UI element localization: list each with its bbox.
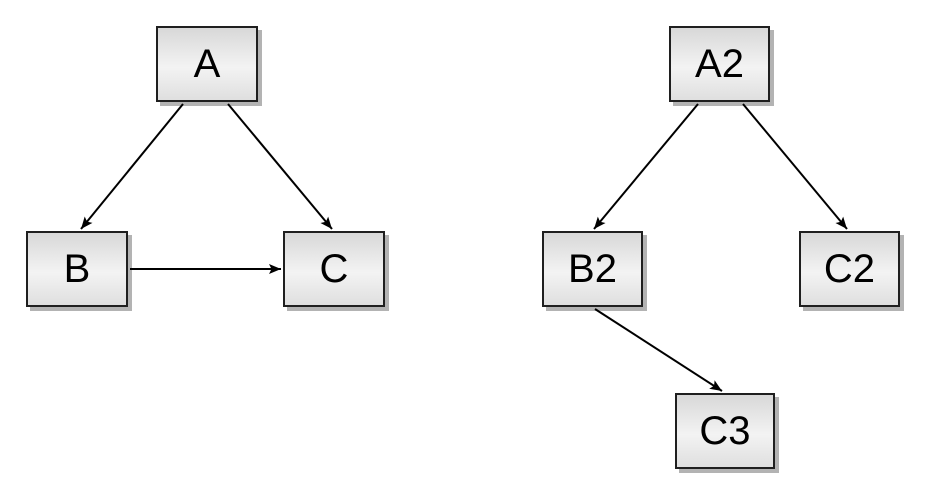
node-B: B: [26, 231, 128, 307]
edge-A2-C2: [742, 103, 848, 230]
node-C: C: [283, 231, 385, 307]
edge-A2-B2: [593, 103, 699, 230]
node-label: B: [63, 247, 91, 291]
node-A2: A2: [669, 26, 770, 102]
node-label: A2: [695, 42, 744, 86]
node-B2: B2: [542, 231, 643, 307]
node-label: C3: [699, 409, 751, 453]
edge-A-B: [80, 103, 184, 230]
edge-A-C: [227, 103, 333, 230]
node-label: A: [193, 42, 221, 86]
node-label: C2: [823, 247, 876, 291]
node-C3: C3: [675, 393, 775, 469]
node-label: B2: [568, 247, 617, 291]
node-A: A: [156, 26, 258, 102]
node-label: C: [319, 247, 349, 291]
node-C2: C2: [799, 231, 900, 307]
edge-B2-C3: [594, 308, 723, 392]
